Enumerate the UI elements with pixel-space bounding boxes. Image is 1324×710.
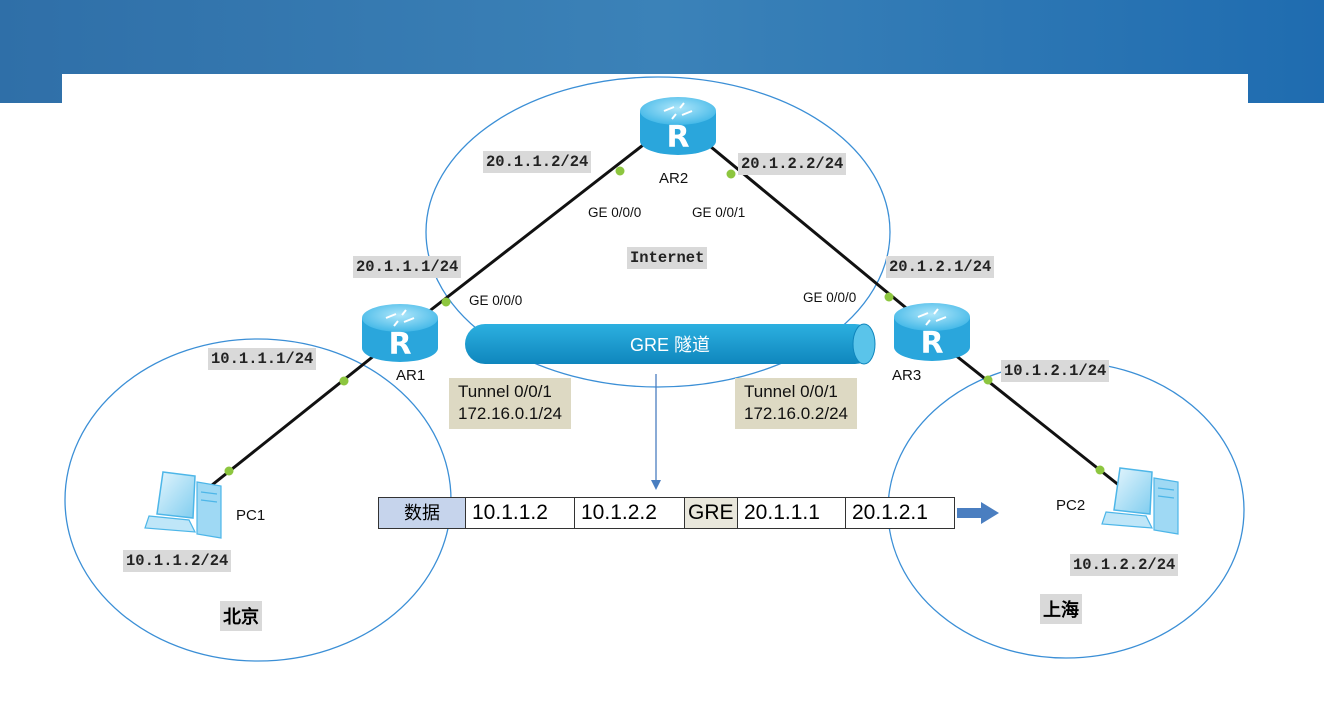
port-dot [615, 166, 625, 176]
gre-tunnel-label: GRE 隧道 [629, 335, 710, 355]
packet-field-outer-src: 20.1.1.1 [738, 498, 846, 528]
pc-name-pc1: PC1 [236, 507, 266, 524]
internet-region [425, 76, 891, 388]
router-ar2-icon: R [640, 97, 716, 155]
ip-label-ar1-lan: 10.1.1.1/24 [208, 348, 317, 370]
tunnel-iface-left: Tunnel 0/0/1 172.16.0.1/24 [449, 378, 571, 429]
port-label-ar1: GE 0/0/0 [469, 293, 523, 308]
router-glyph: R [920, 326, 943, 361]
city-label-beijing: 北京 [220, 601, 262, 631]
ip-label-pc2: 10.1.2.2/24 [1070, 554, 1179, 576]
ip-label-ar2-ge000: 20.1.1.2/24 [483, 151, 592, 173]
packet-field-inner-dst: 10.1.2.2 [575, 498, 685, 528]
gre-packet: 数据 10.1.1.2 10.1.2.2 GRE 20.1.1.1 20.1.2… [378, 497, 955, 529]
tunnel-iface-name: Tunnel 0/0/1 [458, 382, 552, 401]
router-name-ar2: AR2 [659, 170, 689, 187]
port-dot [339, 376, 349, 386]
gre-tunnel [465, 323, 876, 365]
port-label-ar2-left: GE 0/0/0 [588, 205, 642, 220]
router-name-ar3: AR3 [892, 367, 922, 384]
tunnel-iface-name: Tunnel 0/0/1 [744, 382, 838, 401]
port-dot [726, 169, 736, 179]
port-dot [884, 292, 894, 302]
pc-name-pc2: PC2 [1056, 497, 1086, 514]
packet-field-gre: GRE [685, 498, 738, 528]
port-dot [1095, 465, 1105, 475]
forward-arrow-icon [957, 502, 999, 524]
ip-label-ar3-ge000: 20.1.2.1/24 [886, 256, 995, 278]
link-ar1-pc1 [211, 333, 401, 487]
tunnel-iface-ip: 172.16.0.1/24 [458, 404, 562, 423]
tunnel-iface-ip: 172.16.0.2/24 [744, 404, 848, 423]
router-name-ar1: AR1 [396, 367, 426, 384]
packet-field-payload: 数据 [379, 498, 466, 528]
encap-arrow [651, 374, 661, 490]
packet-field-outer-dst: 20.1.2.1 [846, 498, 954, 528]
router-ar3-icon: R [894, 303, 970, 361]
pc1-icon [144, 471, 222, 539]
router-ar1-icon: R [362, 304, 438, 362]
pc2-icon [1101, 467, 1179, 535]
port-dot [441, 297, 451, 307]
packet-field-inner-src: 10.1.1.2 [466, 498, 575, 528]
port-dot [224, 466, 234, 476]
internet-label: Internet [627, 247, 708, 269]
link-ar3-pc2 [929, 333, 1126, 492]
ip-label-pc1: 10.1.1.2/24 [123, 550, 232, 572]
city-label-shanghai: 上海 [1040, 594, 1082, 624]
link-ar1-ar2 [404, 126, 666, 332]
port-label-ar2-right: GE 0/0/1 [692, 205, 746, 220]
port-label-ar3: GE 0/0/0 [803, 290, 857, 305]
ip-label-ar3-lan: 10.1.2.1/24 [1001, 360, 1110, 382]
router-glyph: R [666, 120, 689, 155]
port-dot [983, 375, 993, 385]
tunnel-iface-right: Tunnel 0/0/1 172.16.0.2/24 [735, 378, 857, 429]
ip-label-ar1-ge000: 20.1.1.1/24 [353, 256, 462, 278]
ip-label-ar2-ge001: 20.1.2.2/24 [738, 153, 847, 175]
router-glyph: R [388, 327, 411, 362]
